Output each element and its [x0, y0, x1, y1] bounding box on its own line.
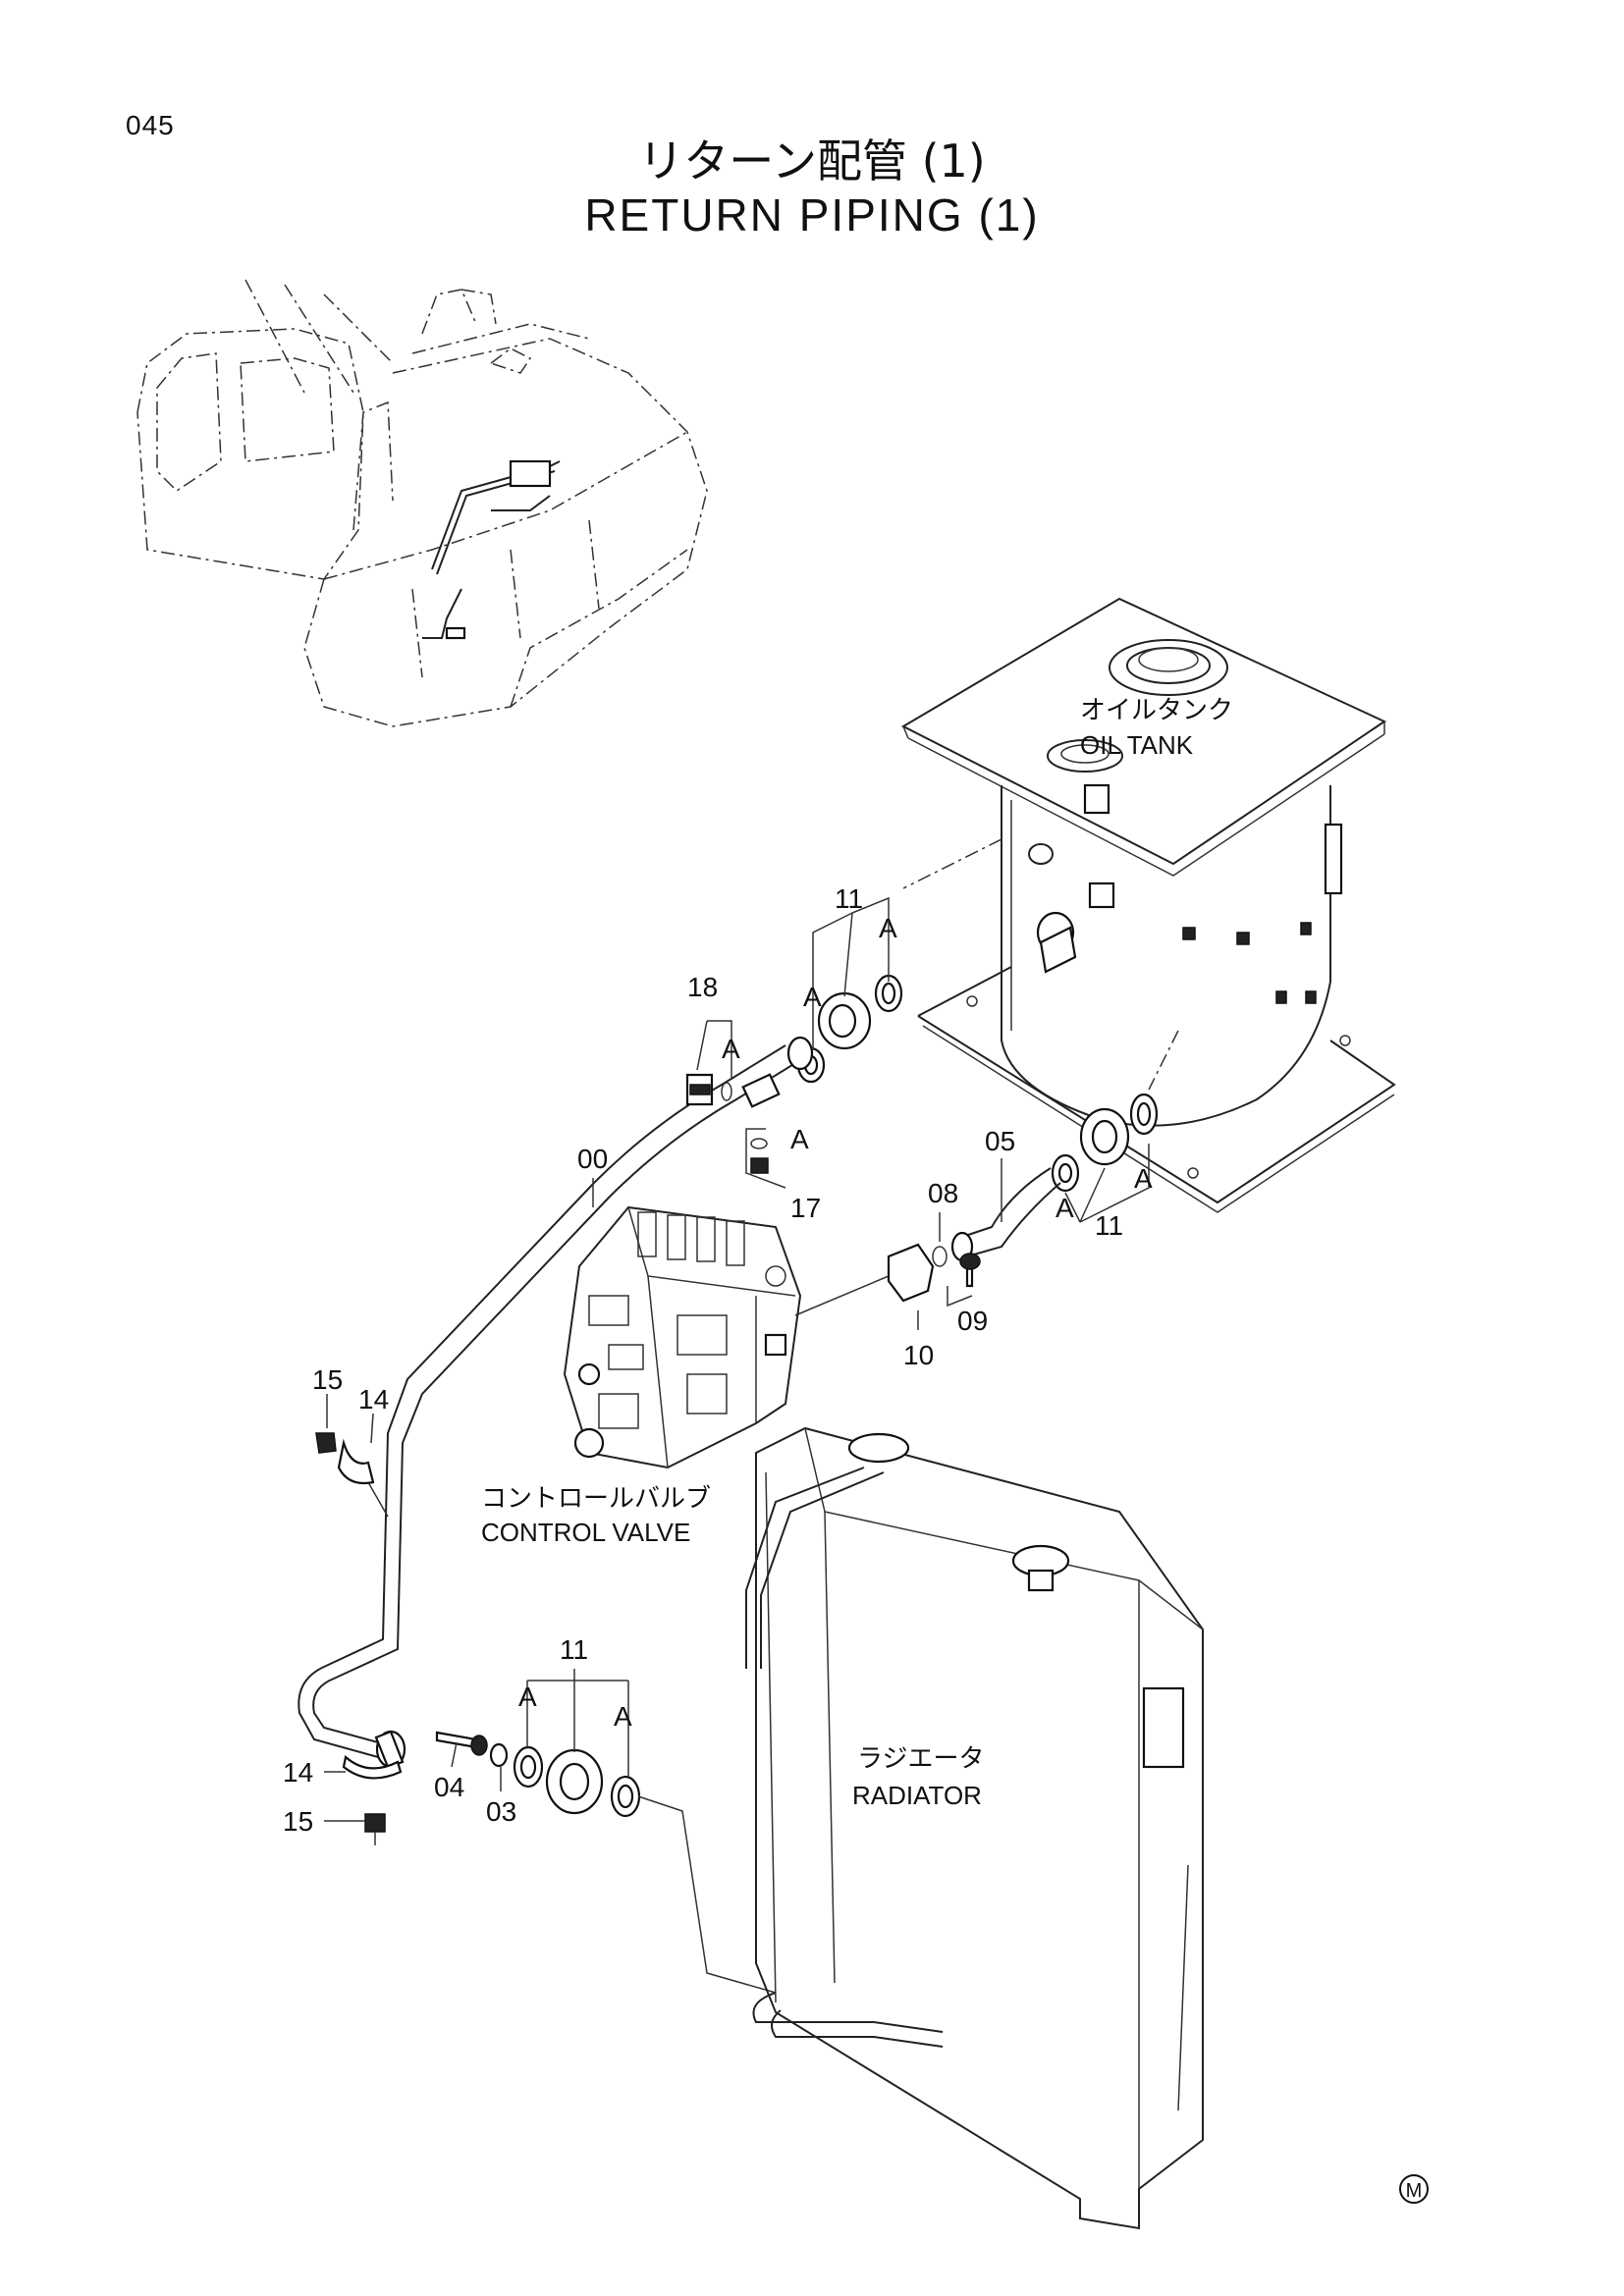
callout-05: 05 — [985, 1126, 1015, 1156]
title-english: RETURN PIPING (1) — [584, 189, 1040, 240]
callout-a-6: A — [1056, 1193, 1074, 1223]
callout-17: 17 — [790, 1193, 821, 1223]
footer-mark: M — [1399, 2174, 1429, 2204]
callout-14-lower: 14 — [283, 1757, 313, 1788]
radiator-label-jp: ラジエータ — [857, 1744, 984, 1774]
callout-a-8: A — [614, 1701, 632, 1732]
plug-17 — [750, 1138, 769, 1174]
callout-14-upper: 14 — [358, 1384, 389, 1415]
footer-mark-letter: M — [1406, 2180, 1423, 2202]
callout-00: 00 — [577, 1144, 608, 1174]
oil-tank-label-jp: オイルタンク — [1080, 696, 1233, 725]
control-valve-label-jp: コントロールバルブ — [481, 1484, 711, 1514]
callout-09: 09 — [957, 1306, 988, 1336]
leader-lines — [324, 896, 1150, 1822]
clamp-upper — [315, 1432, 375, 1485]
callout-11-right: 11 — [1095, 1210, 1123, 1241]
page-number: 045 — [126, 110, 175, 140]
callouts: 11 A A 18 A 00 A 17 05 08 A A 11 09 10 1… — [283, 883, 1153, 1837]
callout-15-upper: 15 — [312, 1364, 343, 1395]
oil-tank-drawing — [900, 597, 1396, 1213]
clamp-lower — [342, 1754, 403, 1845]
lower-fittings — [435, 1731, 777, 1994]
plug-18 — [685, 1073, 732, 1106]
callout-03: 03 — [486, 1796, 516, 1827]
callout-a-4: A — [790, 1124, 809, 1154]
control-valve-label-en: CONTROL VALVE — [481, 1518, 690, 1547]
right-fittings — [794, 1030, 1179, 1316]
callout-a-7: A — [518, 1682, 537, 1712]
return-pipe — [298, 1036, 814, 1769]
callout-a-3: A — [722, 1034, 740, 1064]
callout-18: 18 — [687, 972, 718, 1002]
excavator-overview — [136, 279, 708, 727]
callout-a-2: A — [803, 982, 822, 1012]
control-valve-drawing — [563, 1205, 802, 1469]
callout-15-lower: 15 — [283, 1806, 313, 1837]
callout-10: 10 — [903, 1340, 934, 1370]
callout-11-bottom: 11 — [560, 1634, 588, 1665]
callout-11-top: 11 — [835, 883, 863, 914]
callout-a-1: A — [879, 913, 897, 943]
callout-08: 08 — [928, 1178, 958, 1208]
title-japanese: リターン配管 (1) — [638, 134, 986, 187]
radiator-drawing — [745, 1426, 1204, 2230]
oil-tank-label-en: OIL TANK — [1080, 730, 1194, 760]
callout-04: 04 — [434, 1772, 464, 1802]
upper-fittings — [796, 838, 1002, 1084]
radiator-label-en: RADIATOR — [852, 1781, 982, 1810]
callout-a-5: A — [1134, 1163, 1153, 1194]
